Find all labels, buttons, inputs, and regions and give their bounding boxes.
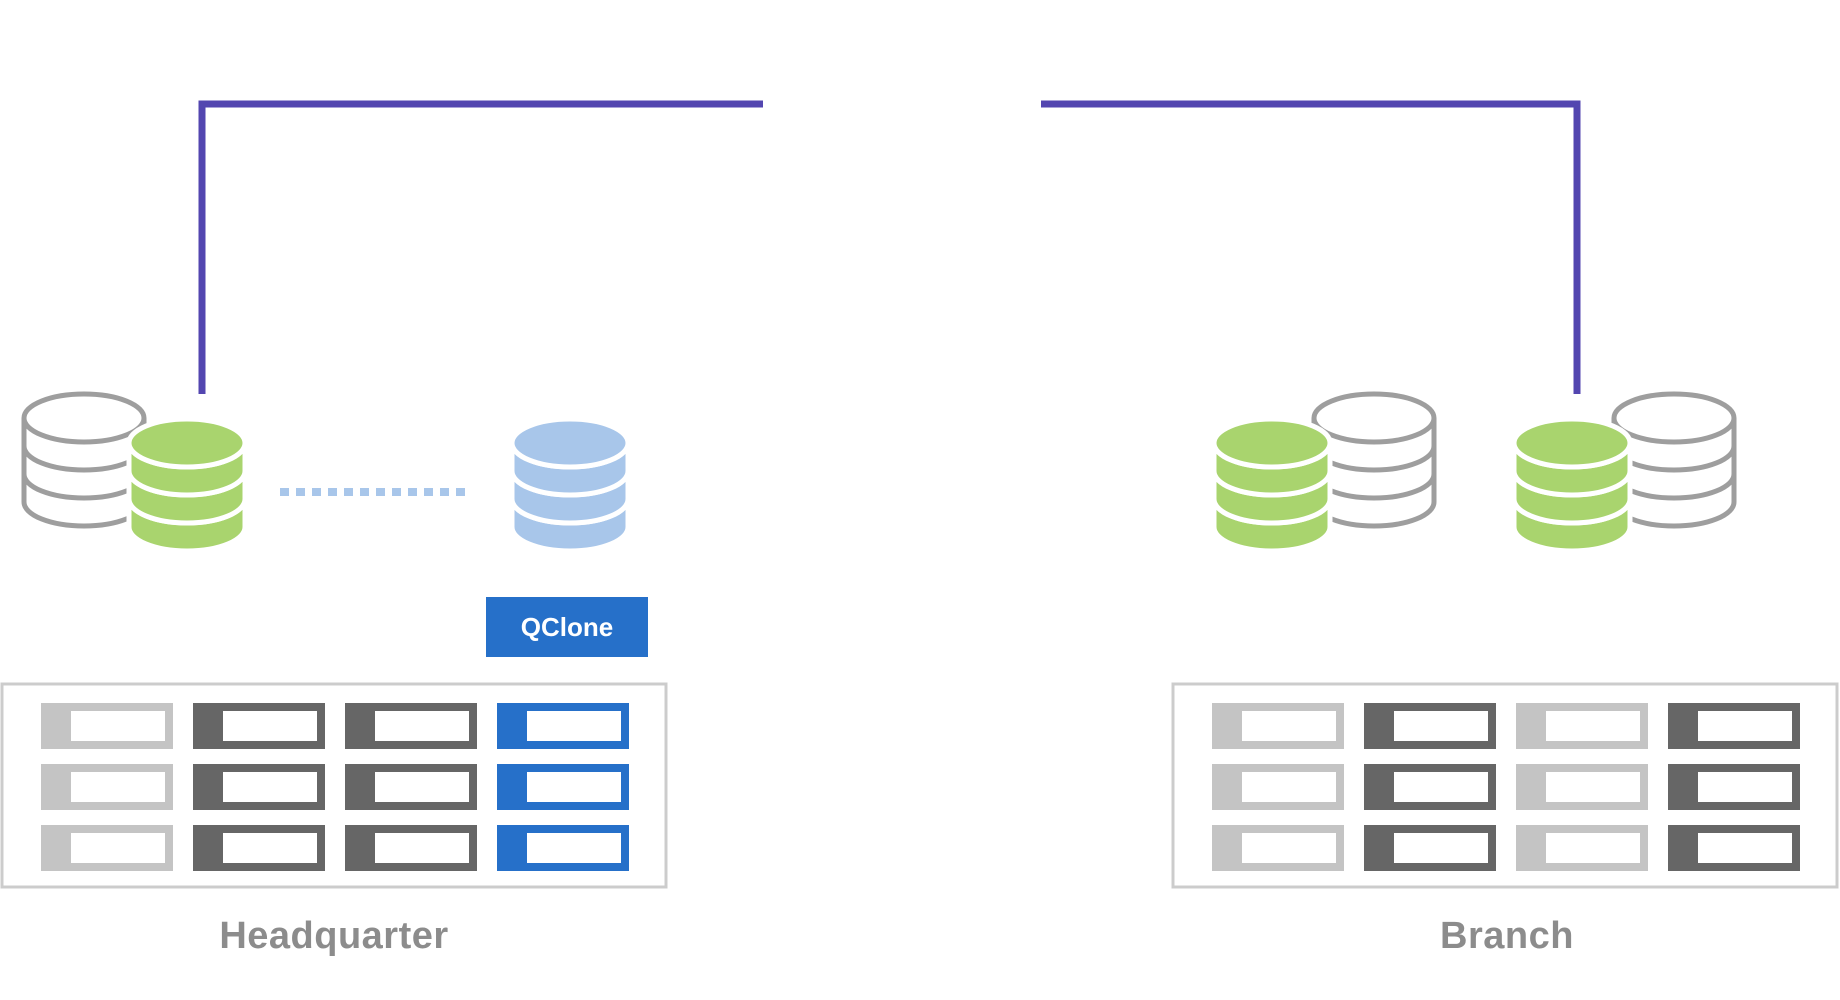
drive-bay-icon (345, 703, 477, 749)
drive-bay-slot (527, 711, 621, 741)
drive-bay-slot (375, 711, 469, 741)
branch-databases (1211, 391, 1737, 554)
drive-bay-icon (41, 764, 173, 810)
drive-bay-slot (1698, 772, 1792, 802)
drive-bay-slot (1242, 772, 1336, 802)
drive-bay-slot (1546, 772, 1640, 802)
headquarter-databases (21, 391, 631, 554)
headquarter-nas (0, 682, 668, 889)
drive-bay-slot (1698, 711, 1792, 741)
drive-bay-slot (223, 833, 317, 863)
db-cap (509, 416, 631, 470)
drive-bay-icon (41, 703, 173, 749)
drive-bay-slot (1546, 711, 1640, 741)
link-lines (198, 100, 1581, 496)
db-cap (1511, 416, 1633, 470)
drive-bay-icon (1516, 703, 1648, 749)
drive-bay-icon (1668, 825, 1800, 871)
database-green-icon (126, 416, 248, 554)
drive-bay-icon (1364, 703, 1496, 749)
drive-bay-slot (1242, 833, 1336, 863)
drive-bay-icon (1516, 764, 1648, 810)
drive-bay-icon (41, 825, 173, 871)
drive-bay-icon (193, 764, 325, 810)
drive-bay-slot (1394, 833, 1488, 863)
drive-bay-slot (1546, 833, 1640, 863)
drive-bay-slot (71, 772, 165, 802)
database-gray-icon (21, 391, 147, 529)
link-line-right (1041, 100, 1581, 394)
drive-bay-slot (223, 772, 317, 802)
db-cap (126, 416, 248, 470)
drive-bay-slot (1394, 772, 1488, 802)
qclone-tag: QClone (486, 597, 648, 657)
drive-bay-slot (223, 711, 317, 741)
headquarter-nas-chassis (0, 682, 668, 889)
drive-bay-slot (375, 833, 469, 863)
db-cap (1211, 416, 1333, 470)
drive-bay-slot (71, 711, 165, 741)
drive-bay-icon (193, 825, 325, 871)
db-cap (1311, 391, 1437, 445)
db-cap (1611, 391, 1737, 445)
drive-bay-icon (1364, 764, 1496, 810)
drive-bay-icon (193, 703, 325, 749)
database-green-icon (1211, 416, 1333, 554)
drive-bay-slot (527, 833, 621, 863)
drive-bay-slot (1698, 833, 1792, 863)
drive-bay-slot (71, 833, 165, 863)
branch-nas (1171, 682, 1839, 889)
link-line-left (198, 100, 763, 394)
database-clone-icon (509, 416, 631, 554)
drive-bay-slot (527, 772, 621, 802)
drive-bay-icon (497, 825, 629, 871)
drive-bay-icon (345, 764, 477, 810)
database-gray-icon (1611, 391, 1737, 529)
drive-bay-icon (497, 764, 629, 810)
db-cap (21, 391, 147, 445)
drive-bay-icon (1212, 825, 1344, 871)
drive-bay-icon (345, 825, 477, 871)
drive-bay-slot (375, 772, 469, 802)
drive-bay-icon (1212, 764, 1344, 810)
drive-bay-icon (1516, 825, 1648, 871)
branch-nas-chassis (1171, 682, 1839, 889)
database-green-icon (1511, 416, 1633, 554)
branch-label: Branch (1440, 915, 1574, 957)
drive-bay-icon (497, 703, 629, 749)
drive-bay-slot (1394, 711, 1488, 741)
drive-bay-slot (1242, 711, 1336, 741)
drive-bay-icon (1364, 825, 1496, 871)
headquarter-label: Headquarter (219, 915, 449, 957)
drive-bay-icon (1668, 764, 1800, 810)
drive-bay-icon (1668, 703, 1800, 749)
drive-bay-icon (1212, 703, 1344, 749)
